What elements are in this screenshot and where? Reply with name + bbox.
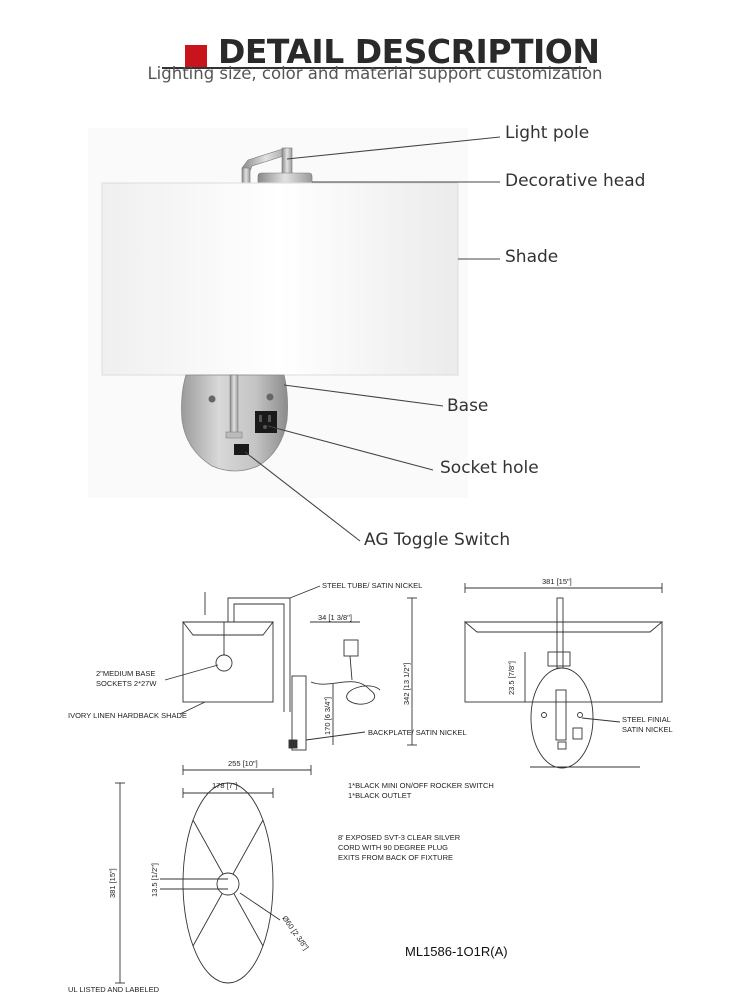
callout-socket-hole: Socket hole: [440, 458, 539, 478]
dim-255: 255 [10"]: [228, 759, 258, 768]
side-backplate-ellipse: [530, 667, 594, 769]
title-underline: [162, 67, 587, 69]
side-backplate: [291, 675, 307, 751]
cord: [310, 681, 381, 705]
note-steel-final-2: SATIN NICKEL: [622, 725, 673, 734]
front-steel-tube: [227, 597, 291, 712]
shade-shape: [101, 182, 459, 376]
callout-decorative-head: Decorative head: [505, 171, 646, 191]
leader-lines: [244, 136, 501, 542]
page-header: DETAIL DESCRIPTION: [0, 18, 750, 71]
note-cord-2: CORD WITH 90 DEGREE PLUG: [338, 843, 448, 852]
note-shade: IVORY LINEN HARDBACK SHADE: [68, 711, 187, 720]
note-steel-final-1: STEEL FINIAL: [622, 715, 671, 724]
dim-34: 34 [1 3/8"]: [318, 613, 352, 622]
note-backplate: BACKPLATE/ SATIN NICKEL: [368, 728, 467, 737]
dim-342: 342 [13 1/2"]: [402, 663, 411, 705]
note-cord-3: EXITS FROM BACK OF FIXTURE: [338, 853, 453, 862]
callout-base: Base: [447, 396, 489, 416]
dim-13-5: 13.5 [1/2"]: [150, 863, 159, 897]
toggle-switch-shape: [234, 444, 249, 455]
note-sockets-1: 2"MEDIUM BASE: [96, 669, 155, 678]
note-sockets-2: SOCKETS 2*27W: [96, 679, 157, 688]
model-number: ML1586-1O1R(A): [405, 944, 508, 959]
dim-381-top: 381 [15"]: [542, 577, 572, 586]
note-cord-1: 8' EXPOSED SVT-3 CLEAR SILVER: [338, 833, 461, 842]
product-photo: [101, 136, 501, 542]
callout-toggle-switch: AG Toggle Switch: [364, 530, 511, 550]
page-subtitle: Lighting size, color and material suppor…: [147, 64, 603, 83]
note-switch-2: 1*BLACK OUTLET: [348, 791, 412, 800]
accent-square: [185, 45, 207, 67]
base-shape: [181, 374, 288, 472]
side-pole: [556, 597, 564, 669]
front-socket: [215, 654, 233, 672]
dim-170: 170 [6 3/4"]: [323, 697, 332, 735]
callout-shade: Shade: [505, 247, 559, 267]
top-view-oval: [182, 782, 274, 984]
front-shade-top: [182, 621, 274, 636]
note-steel-tube: STEEL TUBE/ SATIN NICKEL: [322, 581, 422, 590]
plug: [343, 639, 359, 657]
dim-178: 178 [7"]: [212, 781, 238, 790]
dim-381-side: 381 [15"]: [108, 868, 117, 898]
side-shade-top: [463, 621, 664, 633]
front-shade: [182, 621, 274, 703]
callout-light-pole: Light pole: [505, 123, 590, 143]
dim-060: Ø60 [2 3/8"]: [280, 914, 310, 952]
note-ul: UL LISTED AND LABELED: [68, 985, 160, 994]
dim-23-5: 23.5 [7/8"]: [507, 661, 516, 695]
note-switch-1: 1*BLACK MINI ON/OFF ROCKER SWITCH: [348, 781, 494, 790]
page-title: DETAIL DESCRIPTION: [218, 32, 600, 71]
side-shade: [464, 621, 663, 703]
